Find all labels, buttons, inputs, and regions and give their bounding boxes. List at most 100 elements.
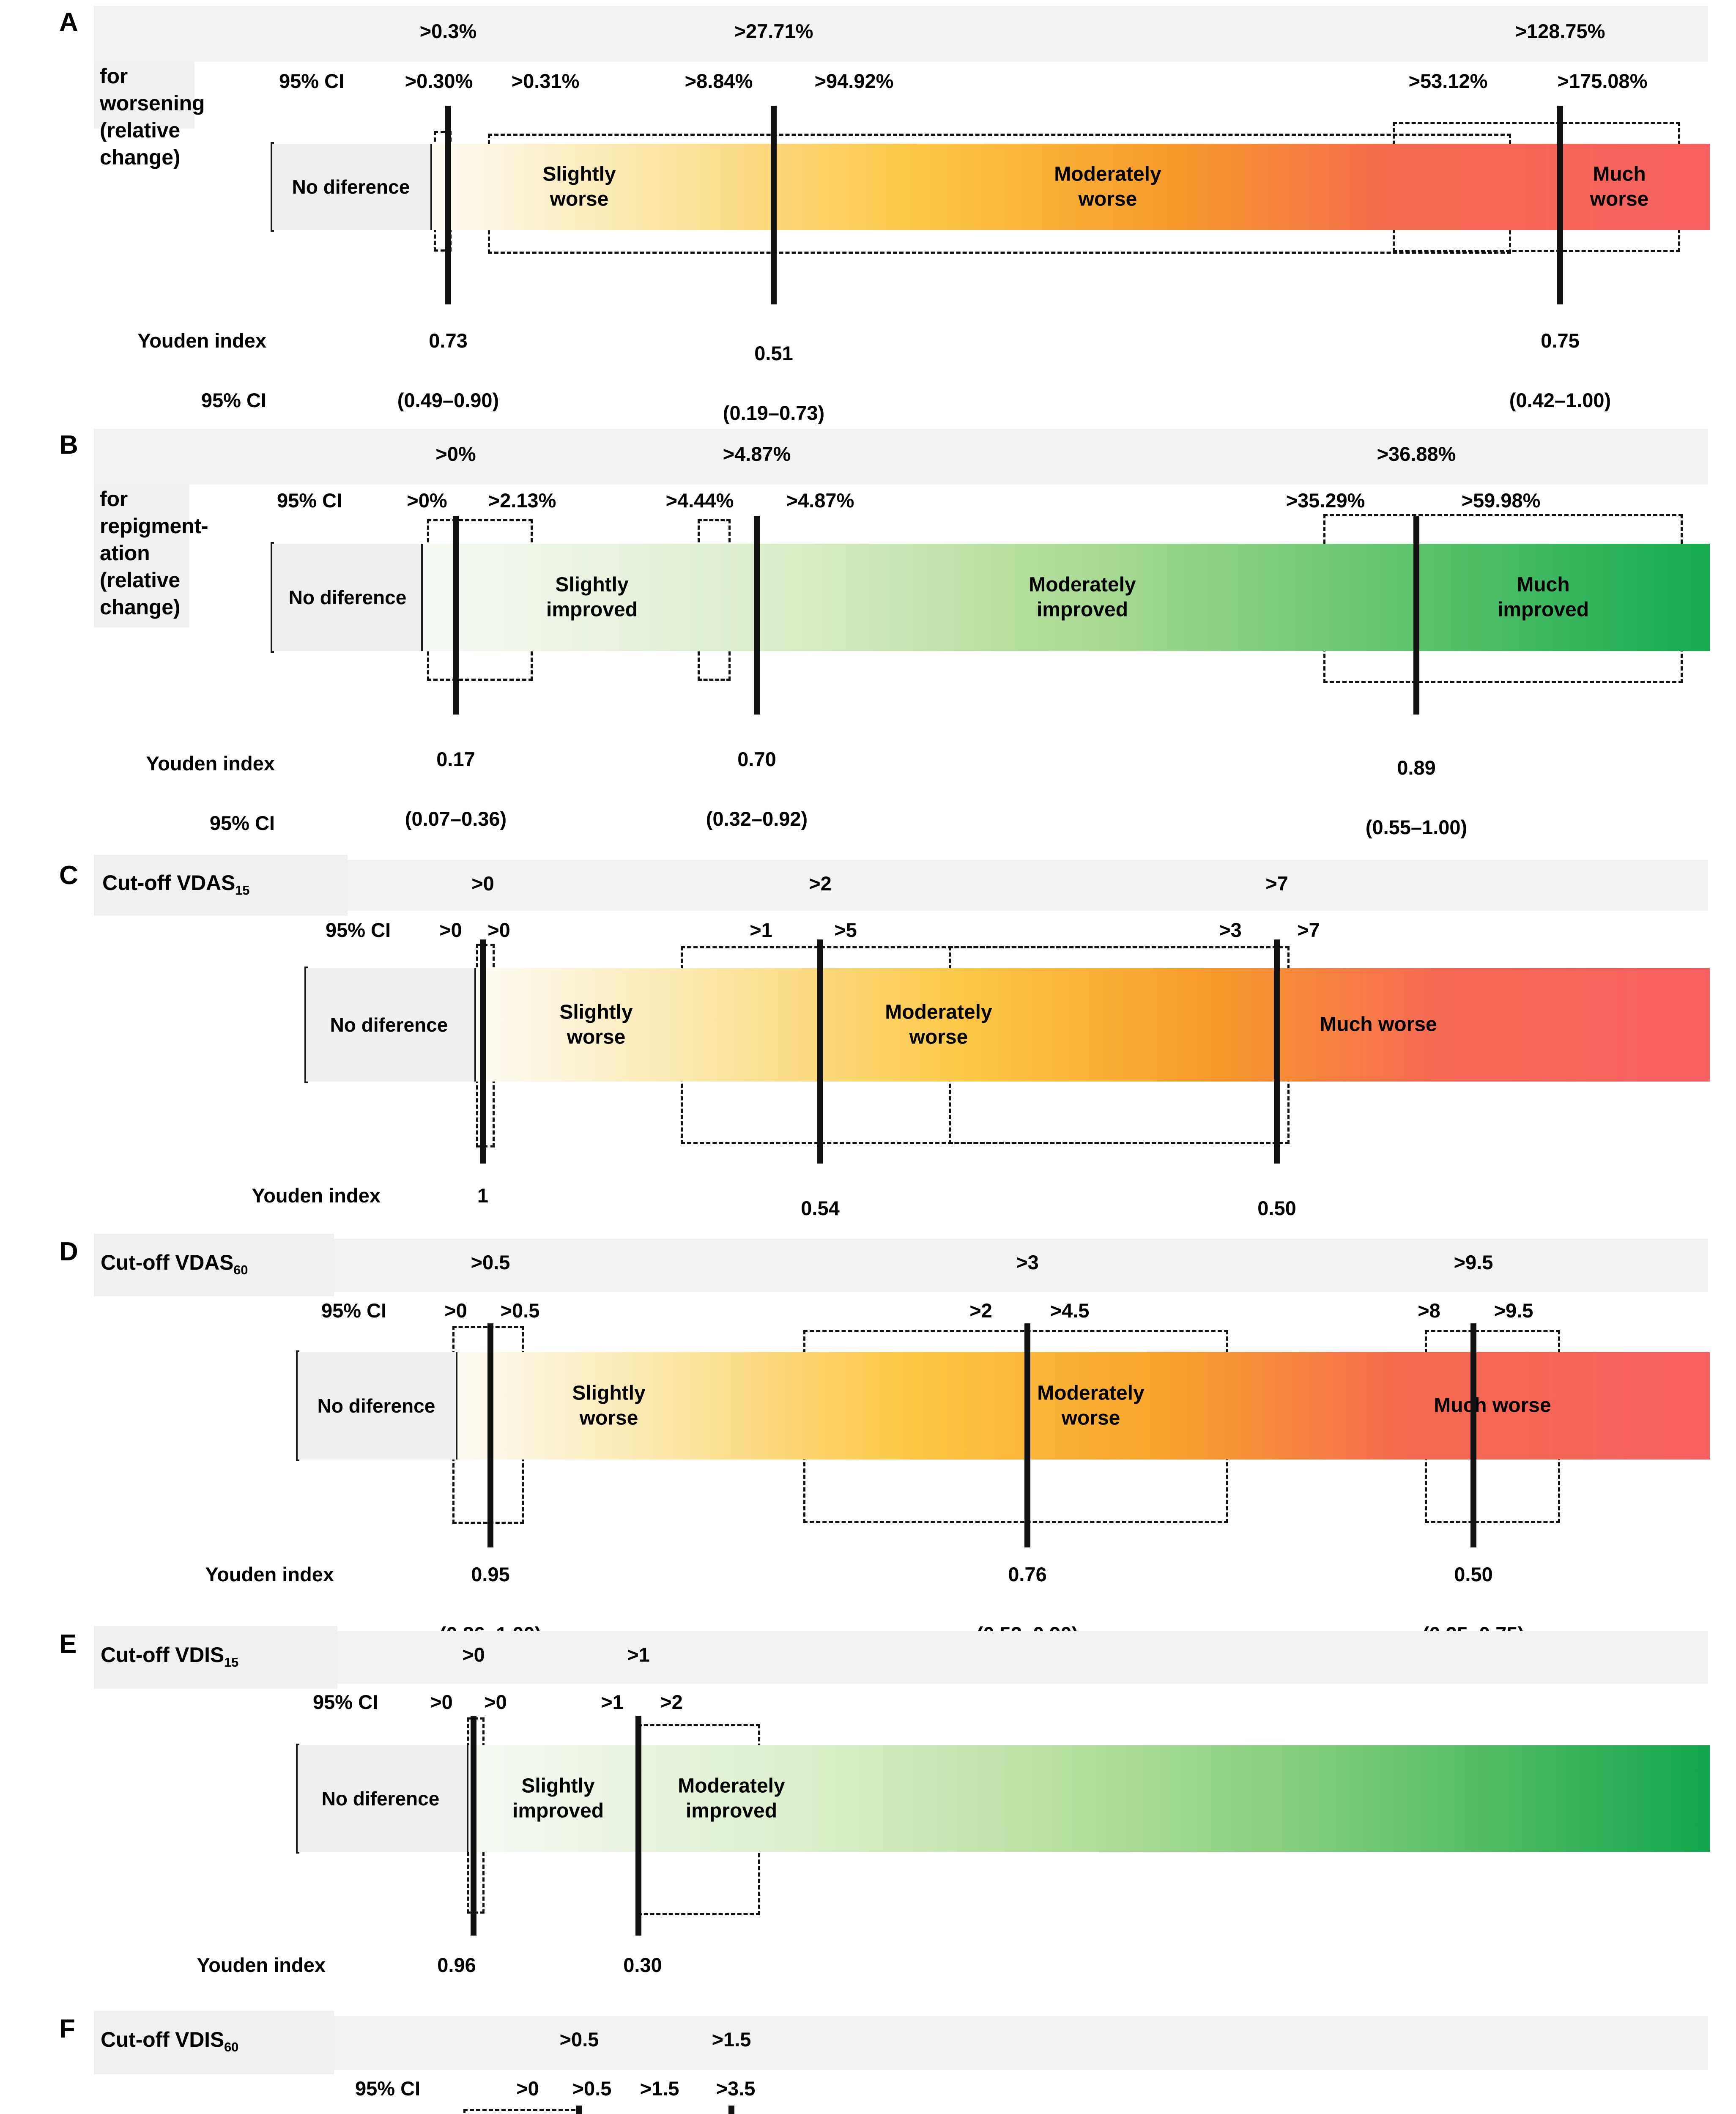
panel-d-letter: D [59, 1237, 78, 1266]
panel-e-youden-value-0: 0.96 [437, 1953, 476, 1976]
panel-a-gradient [430, 144, 1710, 230]
panel-d-youden-value-1: 0.76 [1008, 1563, 1047, 1586]
panel-b-tick-2 [1413, 516, 1419, 715]
panel-d-ci-low-2: >8 [1418, 1299, 1440, 1322]
panel-b-nodiff-box [272, 544, 423, 651]
panel-f-tick-0 [576, 2106, 582, 2114]
panel-d-gradient [456, 1352, 1710, 1460]
panel-a-caption-3: Much worse [1590, 163, 1649, 210]
panel-c-ci-high-0: >0 [487, 919, 510, 941]
panel-a-bar-frame [271, 142, 1710, 232]
panel-d-youden-value-0: 0.95 [471, 1563, 510, 1586]
panel-a-youden-1: 0.51 (0.19–0.73) [723, 309, 824, 428]
panel-a-ci-high-2: >175.08% [1557, 70, 1648, 92]
panel-d-youden-value-2: 0.50 [1454, 1563, 1493, 1586]
panel-c-ci-high-1: >5 [834, 919, 857, 941]
panel-c-title: Cut-off VDAS15 [102, 869, 249, 899]
panel-d-caption-2: Moderately worse [1037, 1382, 1145, 1429]
panel-e-ci-high-0: >0 [484, 1691, 507, 1713]
panel-f-ci-box-0 [463, 2109, 582, 2114]
panel-d-tick-0 [487, 1323, 493, 1547]
panel-e-bar: No diference Slightly improved Moderatel… [296, 1744, 1710, 1854]
panel-d-cutoff-0: >0.5 [471, 1251, 510, 1273]
panel-a-ci-high-1: >94.92% [814, 70, 894, 92]
panel-f-title-chip [94, 2011, 334, 2074]
panel-f-ci-low-1: >1.5 [640, 2077, 679, 2100]
panel-d-caption-0: No diference [317, 1394, 435, 1417]
panel-c: C Cut-off VDAS15 >0 >2 >7 95% CI >0 >0 >… [0, 846, 1736, 1279]
panel-a-youden-0: 0.73 (0.49–0.90) [397, 296, 499, 415]
panel-b-gradient [421, 544, 1710, 651]
panel-b-bar-frame [271, 542, 1710, 653]
panel-e-youden-title: Youden index [197, 1953, 326, 1976]
panel-c-ci-low-1: >1 [750, 919, 772, 941]
panel-b-youden-ci-title: 95% CI [209, 811, 275, 834]
panel-a-caption-2: Moderately worse [1054, 163, 1161, 210]
panel-b-tick-1 [754, 516, 760, 715]
panel-d-title-sub: 60 [233, 1262, 248, 1277]
panel-c-letter: C [59, 861, 78, 890]
panel-a-tick-1 [771, 106, 777, 304]
panel-c-tick-1 [817, 939, 823, 1164]
panel-b-cutoff-0: >0% [435, 443, 476, 465]
panel-a-nodiff-box [272, 144, 432, 230]
panel-c-title-base: Cut-off VDAS [102, 871, 235, 895]
panel-b-caption-0: No diference [288, 586, 407, 608]
panel-c-cutoff-0: >0 [471, 872, 494, 895]
panel-e-youden-value-1: 0.30 [623, 1953, 662, 1976]
panel-e: E Cut-off VDIS15 >0 >1 95% CI >0 >0 >1 >… [0, 1619, 1736, 2036]
panel-a-youden-ci-1: (0.19–0.73) [723, 401, 825, 424]
panel-d-cutoff-2: >9.5 [1454, 1251, 1493, 1273]
panel-b-youden-value-2: 0.89 [1397, 756, 1436, 779]
panel-d-caption-1: Slightly worse [572, 1382, 646, 1429]
panel-c-ci-low-0: >0 [439, 919, 462, 941]
panel-c-cutoff-2: >7 [1265, 872, 1288, 895]
panel-f-title-sub: 60 [224, 2040, 239, 2054]
panel-d-ci-low-1: >2 [969, 1299, 992, 1322]
panel-a: A Cut-off VESplus for worsening (relativ… [0, 0, 1736, 424]
panel-a-youden-label: Youden index 95% CI [76, 296, 266, 415]
panel-c-tick-2 [1274, 939, 1280, 1164]
panel-e-cutoff-0: >0 [462, 1643, 485, 1666]
panel-a-ci-low-0: >0.30% [405, 70, 473, 92]
panel-c-ci-high-2: >7 [1297, 919, 1320, 941]
panel-a-tick-2 [1557, 106, 1563, 304]
panel-d-title-base: Cut-off VDAS [101, 1251, 234, 1274]
panel-d: D Cut-off VDAS60 >0.5 >3 >9.5 95% CI >0 … [0, 1226, 1736, 1645]
panel-f-ci-high-0: >0.5 [572, 2077, 612, 2100]
panel-e-title: Cut-off VDIS15 [101, 1641, 238, 1671]
panel-a-ci-low-1: >8.84% [685, 70, 753, 92]
panel-d-cutoff-1: >3 [1016, 1251, 1039, 1273]
panel-d-bar-frame [296, 1350, 1710, 1461]
panel-a-youden-value-0: 0.73 [429, 329, 468, 352]
panel-d-title-chip [94, 1234, 334, 1296]
panel-f-letter: F [59, 2014, 75, 2043]
panel-c-nodiff-box [306, 968, 476, 1082]
panel-d-caption-3: Much worse [1434, 1394, 1551, 1417]
panel-c-youden-title: Youden index [252, 1184, 381, 1207]
panel-b-cutoff-band [94, 429, 1708, 485]
panel-b-cutoff-2: >36.88% [1377, 443, 1456, 465]
panel-c-gradient [474, 968, 1710, 1082]
panel-a-caption-0: No diference [292, 175, 410, 198]
panel-c-youden-value-1: 0.54 [801, 1197, 840, 1219]
panel-c-youden-value-2: 0.50 [1257, 1197, 1296, 1219]
panel-e-title-chip [94, 1626, 337, 1689]
panel-a-youden-2: 0.75 (0.42–1.00) [1509, 296, 1611, 415]
panel-b-youden-ci-0: (0.07–0.36) [405, 807, 507, 830]
panel-d-bar: No diference Slightly worse Moderately w… [296, 1350, 1710, 1461]
panel-b-youden-value-0: 0.17 [436, 748, 475, 770]
panel-d-ci-low-0: >0 [444, 1299, 467, 1322]
panel-d-ci-high-2: >9.5 [1494, 1299, 1533, 1322]
panel-f-ci-high-1: >3.5 [716, 2077, 756, 2100]
panel-e-ci-high-1: >2 [660, 1691, 683, 1713]
panel-b-ci-high-1: >4.87% [786, 489, 854, 512]
panel-e-nodiff-box [298, 1745, 468, 1852]
panel-d-youden-title: Youden index [205, 1563, 334, 1586]
panel-b-ci-high-0: >2.13% [488, 489, 556, 512]
panel-d-tick-1 [1024, 1323, 1030, 1547]
panel-e-gradient [467, 1745, 1710, 1852]
panel-e-caption-2: Moderately improved [678, 1774, 785, 1822]
panel-c-tick-0 [480, 939, 486, 1164]
panel-a-tick-0 [445, 106, 451, 304]
